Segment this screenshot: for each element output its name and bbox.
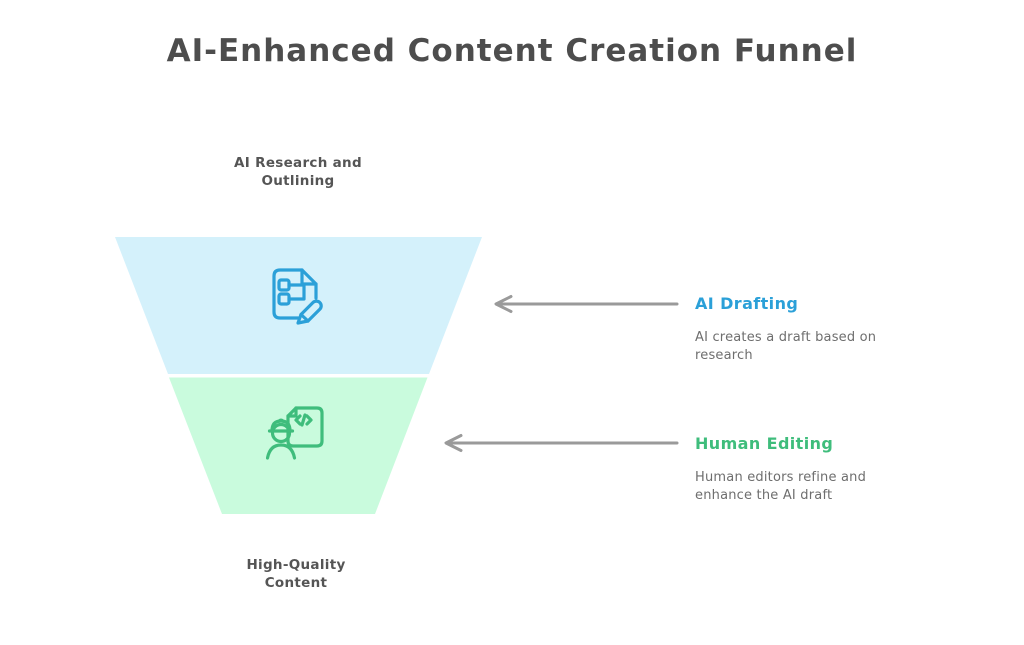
- arrow-human-editing: [444, 434, 679, 452]
- arrow-ai-drafting: [494, 295, 679, 313]
- engineer-glyph: [266, 418, 297, 460]
- annotation-ai-drafting: AI Drafting AI creates a draft based on …: [695, 294, 935, 365]
- funnel-output-label: High-Quality Content: [246, 557, 346, 592]
- annotation-ai-drafting-heading: AI Drafting: [695, 294, 799, 313]
- funnel-stage-ai-drafting: [115, 237, 482, 374]
- annotation-human-editing-description: Human editors refine and enhance the AI …: [695, 470, 867, 504]
- document-flowchart-pencil-icon: [272, 268, 323, 325]
- code-document-glyph: [286, 406, 324, 448]
- flowchart-glyph: [277, 278, 306, 306]
- pencil-glyph: [296, 299, 323, 325]
- annotation-ai-drafting-description: AI creates a draft based on research: [695, 330, 877, 364]
- funnel-input-label: AI Research and Outlining: [234, 155, 362, 190]
- page-title: AI-Enhanced Content Creation Funnel: [166, 33, 858, 69]
- engineer-code-document-icon: [266, 406, 324, 460]
- annotation-human-editing-heading: Human Editing: [695, 434, 834, 453]
- annotation-human-editing: Human Editing Human editors refine and e…: [695, 434, 935, 505]
